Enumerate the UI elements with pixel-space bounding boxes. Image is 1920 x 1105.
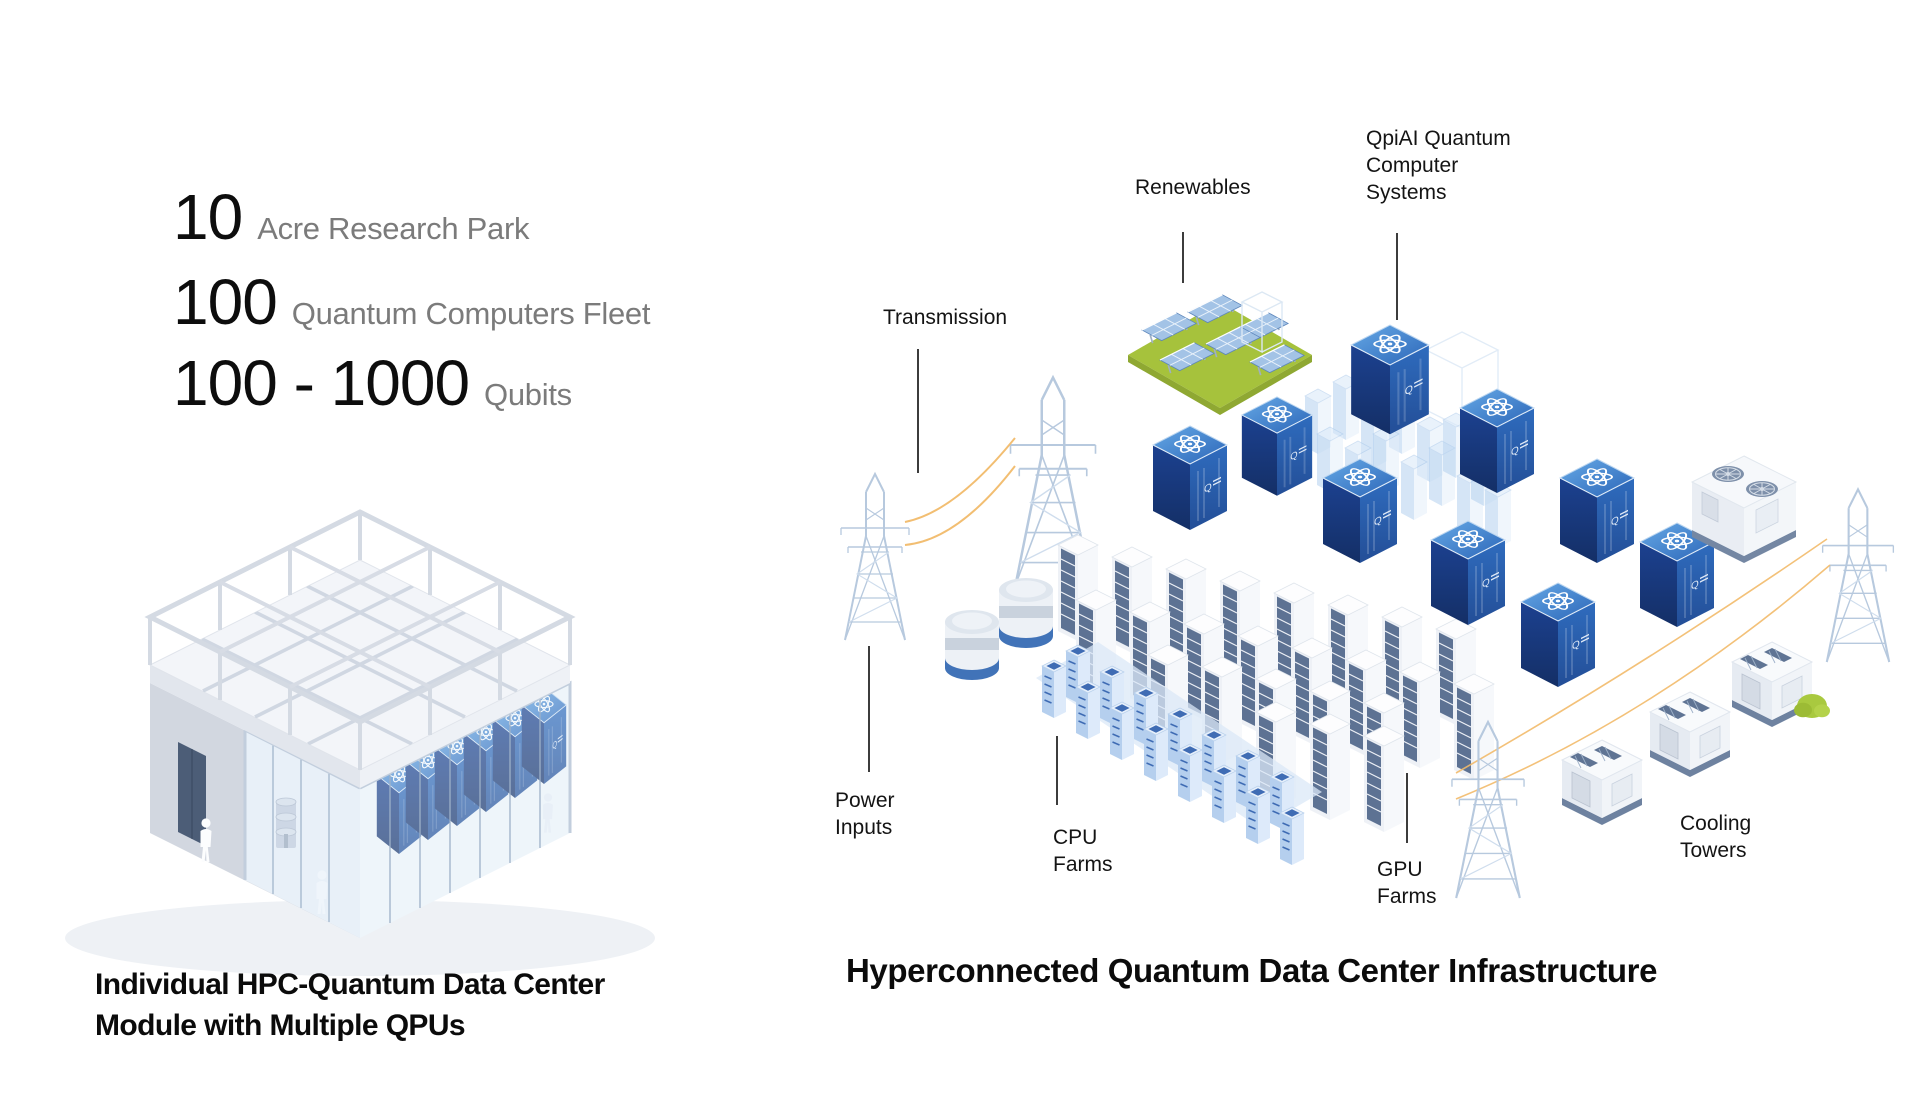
label-transmission: Transmission [883, 306, 1008, 329]
label-line: Computer [1366, 154, 1459, 177]
dilution-fridge [275, 797, 297, 848]
label-line: Cooling [1680, 812, 1752, 835]
power-lines [1455, 538, 1831, 800]
stat-label: Quantum Computers Fleet [291, 296, 651, 331]
label-renewables: Renewables [1135, 176, 1251, 199]
label-line: Farms [1053, 853, 1113, 876]
label-line: Inputs [835, 816, 893, 839]
stat-computers-fleet: 100 Quantum Computers Fleet [173, 265, 650, 339]
label-power-inputs: Power Inputs [835, 787, 895, 841]
label-line: Farms [1377, 885, 1437, 908]
label-qpiai-systems: QpiAI Quantum Computer Systems [1366, 125, 1511, 206]
right-infrastructure-title: Hyperconnected Quantum Data Center Infra… [846, 952, 1658, 989]
caption-line: Individual HPC-Quantum Data Center [95, 968, 605, 1001]
label-cooling-towers: Cooling Towers [1680, 810, 1751, 864]
left-module-caption: Individual HPC-Quantum Data Center Modul… [95, 964, 605, 1046]
leader-line-qpiai [1396, 233, 1398, 320]
roof-frame [144, 509, 576, 770]
stat-value: 100 - 1000 [173, 347, 470, 419]
leader-line-renewables [1182, 232, 1184, 283]
transmission-tower [1821, 488, 1895, 664]
power-lines [904, 437, 1016, 546]
label-line: Power [835, 789, 895, 812]
infrastructure-illustration [840, 291, 1895, 900]
stat-research-park: 10 Acre Research Park [173, 180, 529, 254]
module-left-glass [243, 728, 361, 938]
module-illustration [65, 509, 655, 976]
module-roof [148, 559, 572, 788]
transmission-tower [840, 473, 910, 641]
stat-label: Qubits [484, 377, 572, 412]
leader-line-cpu [1056, 736, 1058, 805]
stat-value: 100 [173, 266, 278, 338]
solar-farm [1128, 293, 1312, 415]
label-gpu-farms: GPU Farms [1377, 856, 1437, 910]
stat-value: 10 [173, 181, 243, 253]
label-line: CPU [1053, 826, 1098, 849]
label-line: Towers [1680, 839, 1747, 862]
label-line: QpiAI Quantum [1366, 127, 1511, 150]
stat-qubits: 100 - 1000 Qubits [173, 346, 572, 420]
leader-line-power [868, 646, 870, 772]
stat-label: Acre Research Park [257, 211, 530, 246]
label-cpu-farms: CPU Farms [1053, 824, 1113, 878]
leader-line-transmission [917, 349, 919, 473]
leader-line-gpu [1406, 773, 1408, 843]
caption-line: Module with Multiple QPUs [95, 1009, 466, 1042]
label-line: GPU [1377, 858, 1423, 881]
cpu-farm [1036, 642, 1322, 866]
label-line: Systems [1366, 181, 1447, 204]
